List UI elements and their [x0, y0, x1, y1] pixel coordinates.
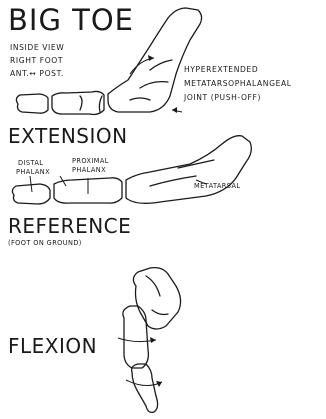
- view-note-1: INSIDE VIEW: [10, 44, 64, 52]
- distal-label-1: DISTAL: [18, 160, 43, 167]
- flexion-arrow-lower: [126, 380, 162, 386]
- flexion-drawing: [118, 268, 181, 413]
- flexion-heading: FLEXION: [8, 336, 97, 356]
- distal-leader: [30, 176, 32, 192]
- extension-distal-phalanx: [16, 94, 48, 113]
- proximal-label-2: PHALANX: [72, 167, 106, 174]
- reference-metatarsal: [126, 136, 251, 204]
- hyperextension-note-2: METATARSOPHALANGEAL: [184, 80, 292, 88]
- reference-note: (FOOT ON GROUND): [8, 240, 82, 247]
- reference-heading: REFERENCE: [8, 216, 131, 236]
- diagram-title: BIG TOE: [8, 6, 134, 35]
- extension-heading: EXTENSION: [8, 126, 128, 146]
- extension-proximal-phalanx: [52, 91, 104, 114]
- view-note-3: ANT.↔ POST.: [10, 70, 64, 78]
- hyperextension-note-1: HYPEREXTENDED: [184, 66, 258, 74]
- hyperextension-note-3: JOINT (PUSH-OFF): [184, 94, 261, 102]
- flexion-distal-phalanx: [132, 364, 158, 412]
- flexion-metatarsal: [133, 268, 180, 329]
- view-note-2: RIGHT FOOT: [10, 57, 63, 65]
- flexion-proximal-phalanx: [123, 306, 149, 368]
- metatarsal-label: METATARSAL: [194, 183, 240, 190]
- distal-label-2: PHALANX: [16, 169, 50, 176]
- proximal-label-1: PROXIMAL: [72, 158, 109, 165]
